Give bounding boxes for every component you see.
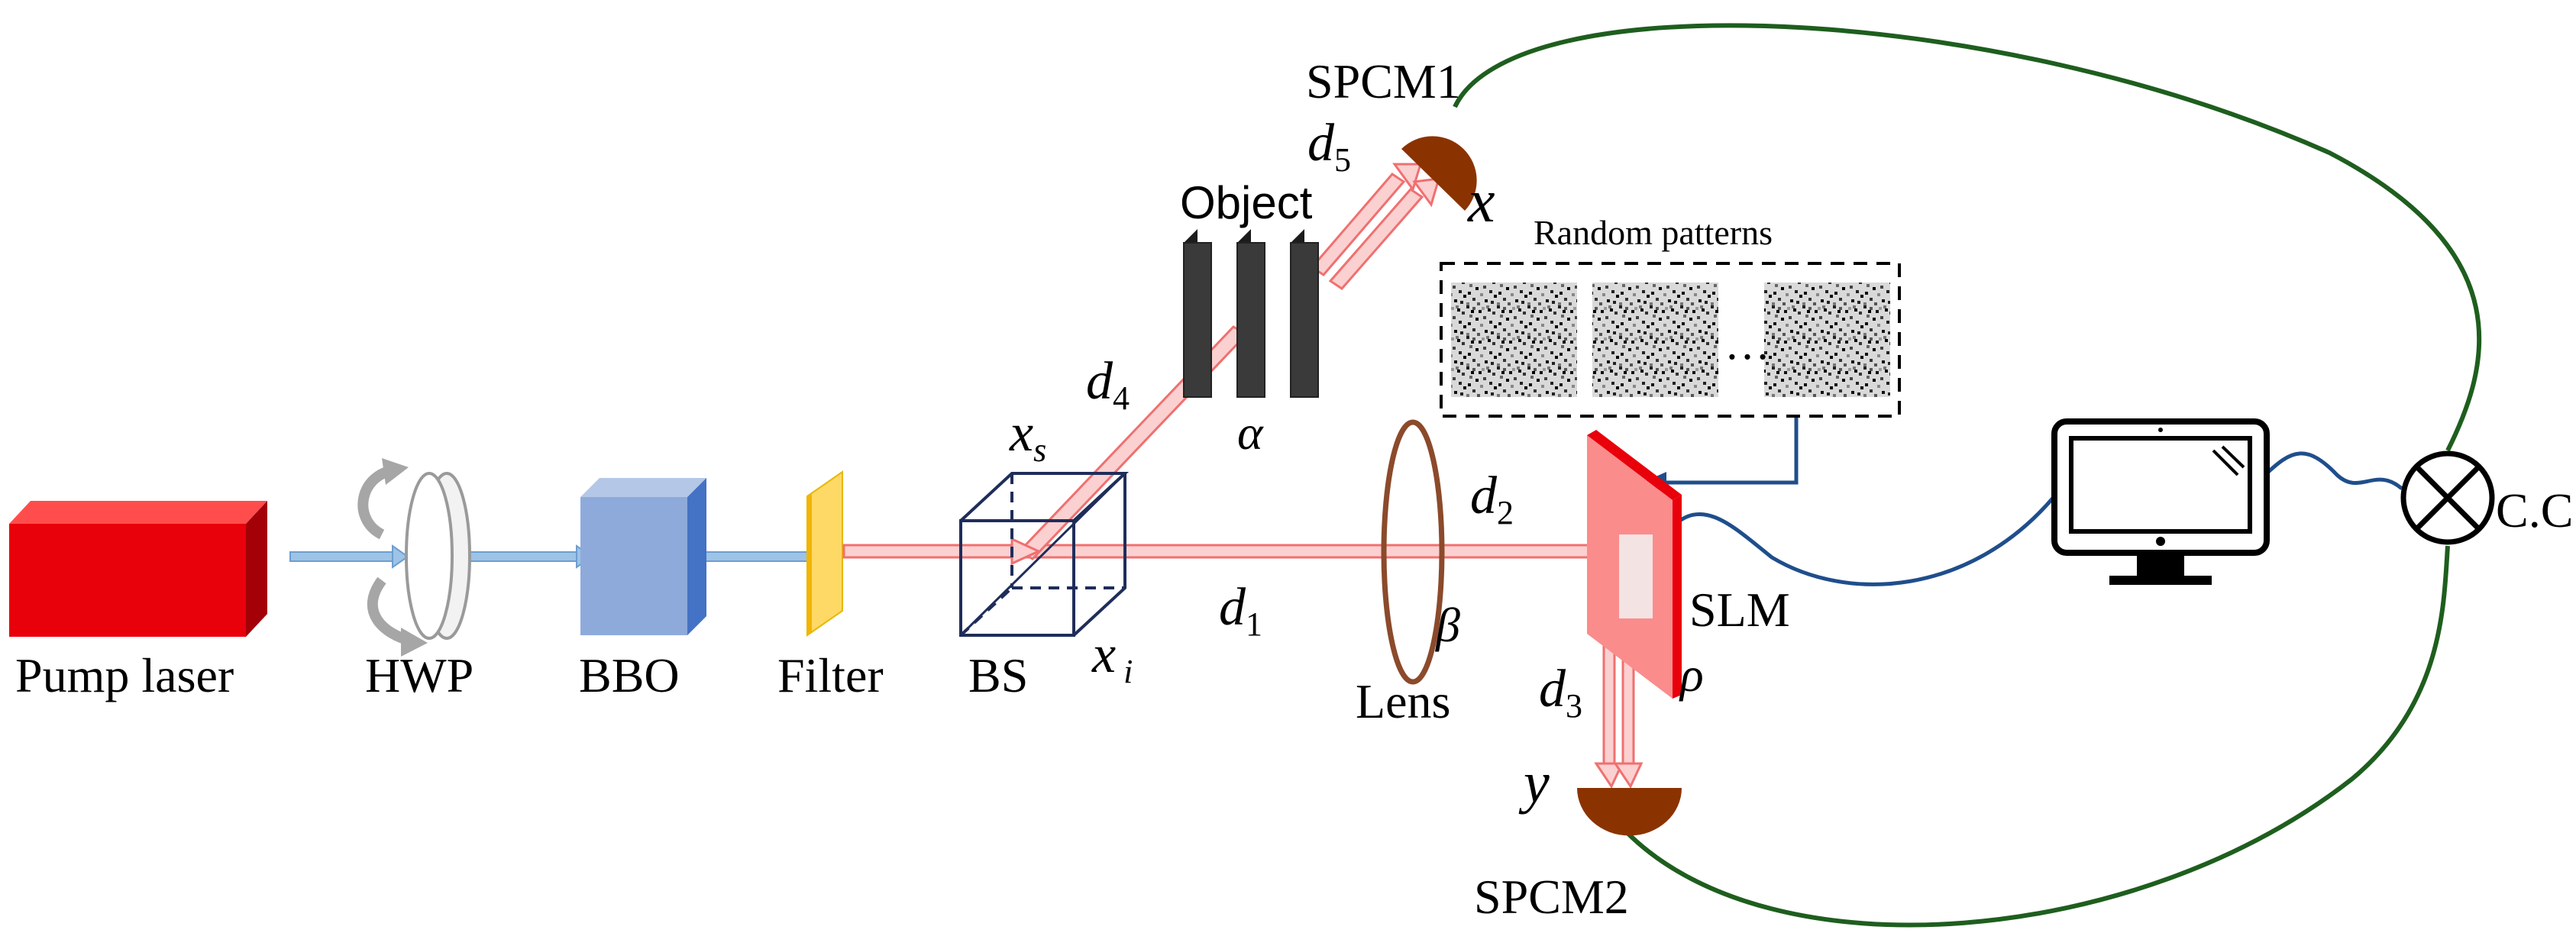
random-pattern-2 [1592,283,1718,397]
d4-label: d4 [1086,352,1130,417]
beam-d1-d2 [842,544,1609,559]
spcm1-label: SPCM1 [1306,54,1461,108]
random-patterns-box [1440,262,1901,418]
computer-to-cc-cable [2265,451,2403,490]
patterns-to-slm-arrow [1661,416,1799,485]
lens [1381,419,1445,685]
beam-d5-a [1310,173,1406,276]
rho-symbol: ρ [1679,647,1704,702]
pump-laser-label: Pump laser [15,648,234,702]
cc-label: C.C [2496,483,2573,538]
d5-label: d5 [1307,114,1351,179]
hwp-waveplate [357,458,471,657]
object-label: Object [1180,177,1313,228]
spcm2-detector [1577,788,1682,836]
slm [1587,430,1682,699]
spcm2-label: SPCM2 [1474,870,1629,924]
d1-label: d1 [1219,578,1262,643]
random-patterns-label: Random patterns [1534,213,1773,252]
computer-monitor-icon [2051,418,2270,585]
random-pattern-3 [1764,283,1890,397]
xs-symbol: xs [1009,404,1046,469]
random-pattern-1 [1451,283,1577,397]
spcm1-detector [1401,136,1477,211]
d2-label: d2 [1470,467,1514,531]
object-slits [1183,229,1319,398]
spcm1-to-cc-cable [1453,23,2482,452]
x-symbol: x [1467,168,1495,235]
beam-d4 [1017,325,1249,560]
coincidence-counter-icon [2400,450,2495,545]
alpha-symbol: α [1237,405,1264,460]
bbo-label: BBO [579,648,680,702]
patterns-ellipsis: … [1724,318,1770,369]
filter-label: Filter [777,648,884,702]
bbo-crystal [580,478,706,635]
y-symbol: y [1518,751,1550,815]
spcm2-to-cc-cable [1624,545,2450,928]
lens-label: Lens [1356,674,1450,728]
beta-symbol: β [1434,598,1460,652]
beam-d5-b [1328,188,1424,290]
hwp-label: HWP [365,648,474,702]
d3-label: d3 [1539,660,1582,725]
pump-beam-segments [289,551,820,562]
bs-label: BS [968,648,1028,702]
pump-laser [9,501,267,637]
filter [806,470,843,637]
slm-to-computer-cable [1671,495,2056,586]
slm-label: SLM [1689,583,1790,637]
beam-splitter-cube [959,472,1130,637]
